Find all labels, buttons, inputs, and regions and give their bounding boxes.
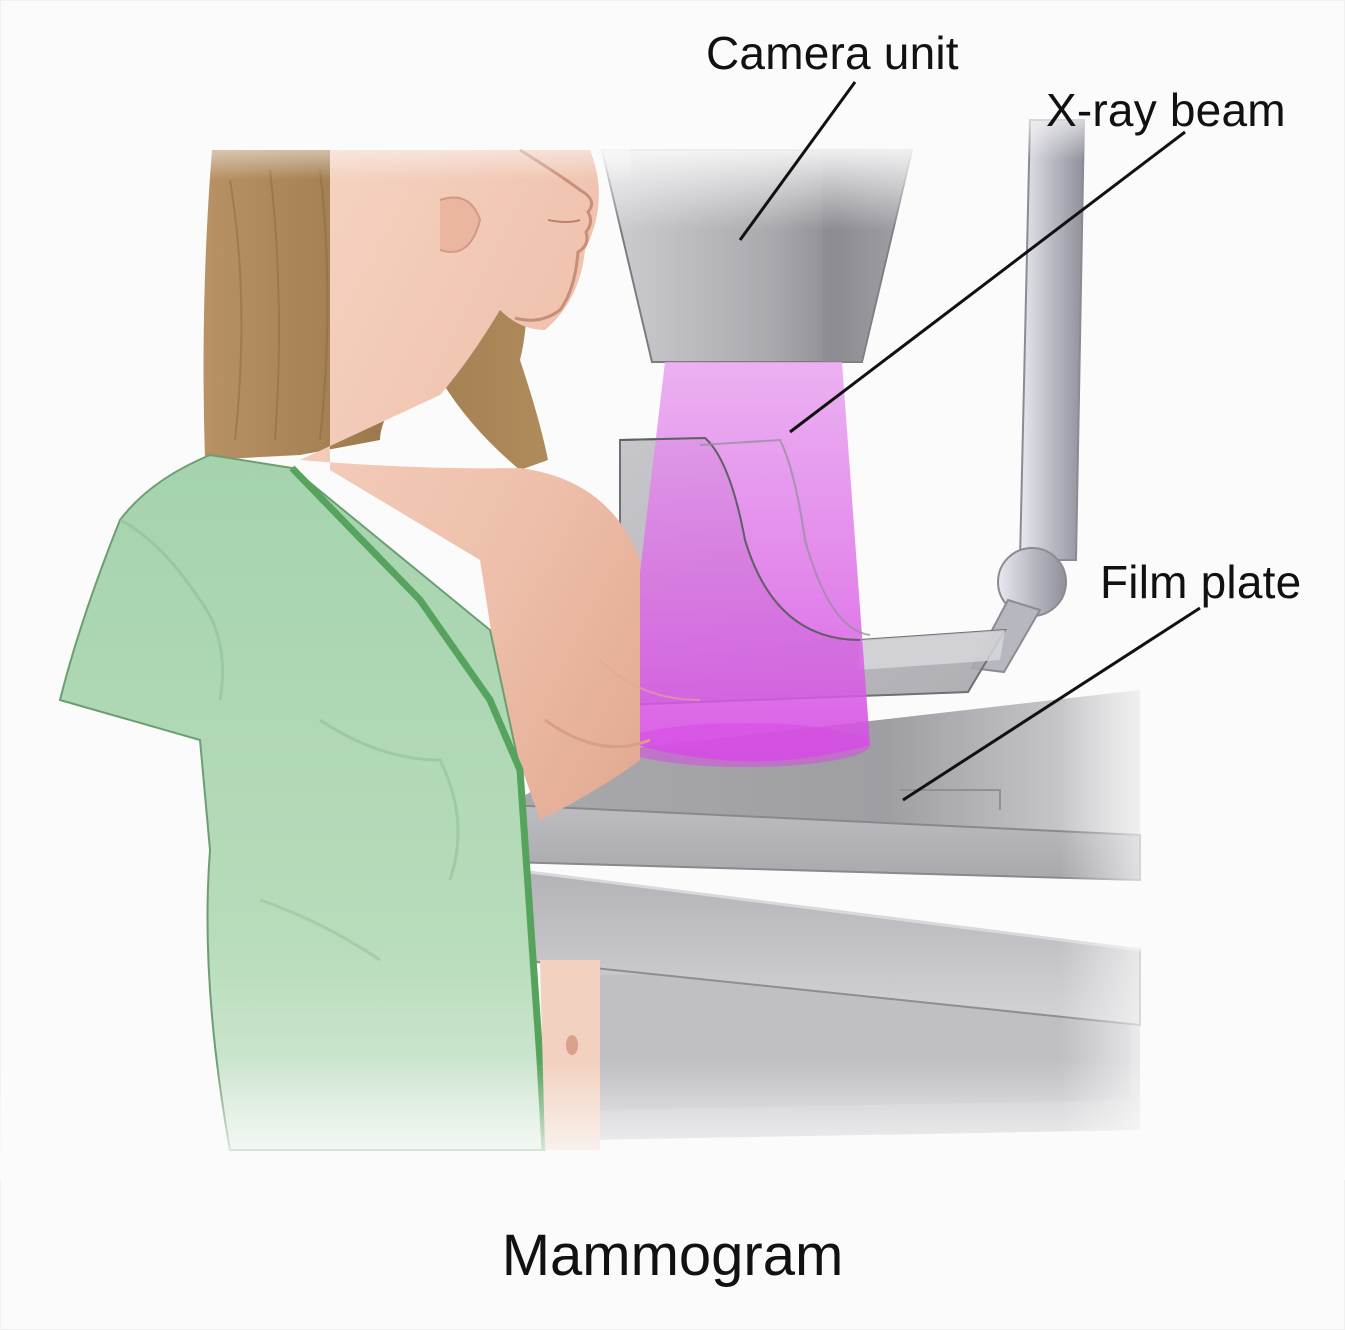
camera-unit-label: Camera unit xyxy=(706,30,959,76)
xray-beam-label: X-ray beam xyxy=(1046,87,1286,133)
film-plate-label: Film plate xyxy=(1100,559,1301,605)
figure-caption: Mammogram xyxy=(0,1227,1345,1285)
